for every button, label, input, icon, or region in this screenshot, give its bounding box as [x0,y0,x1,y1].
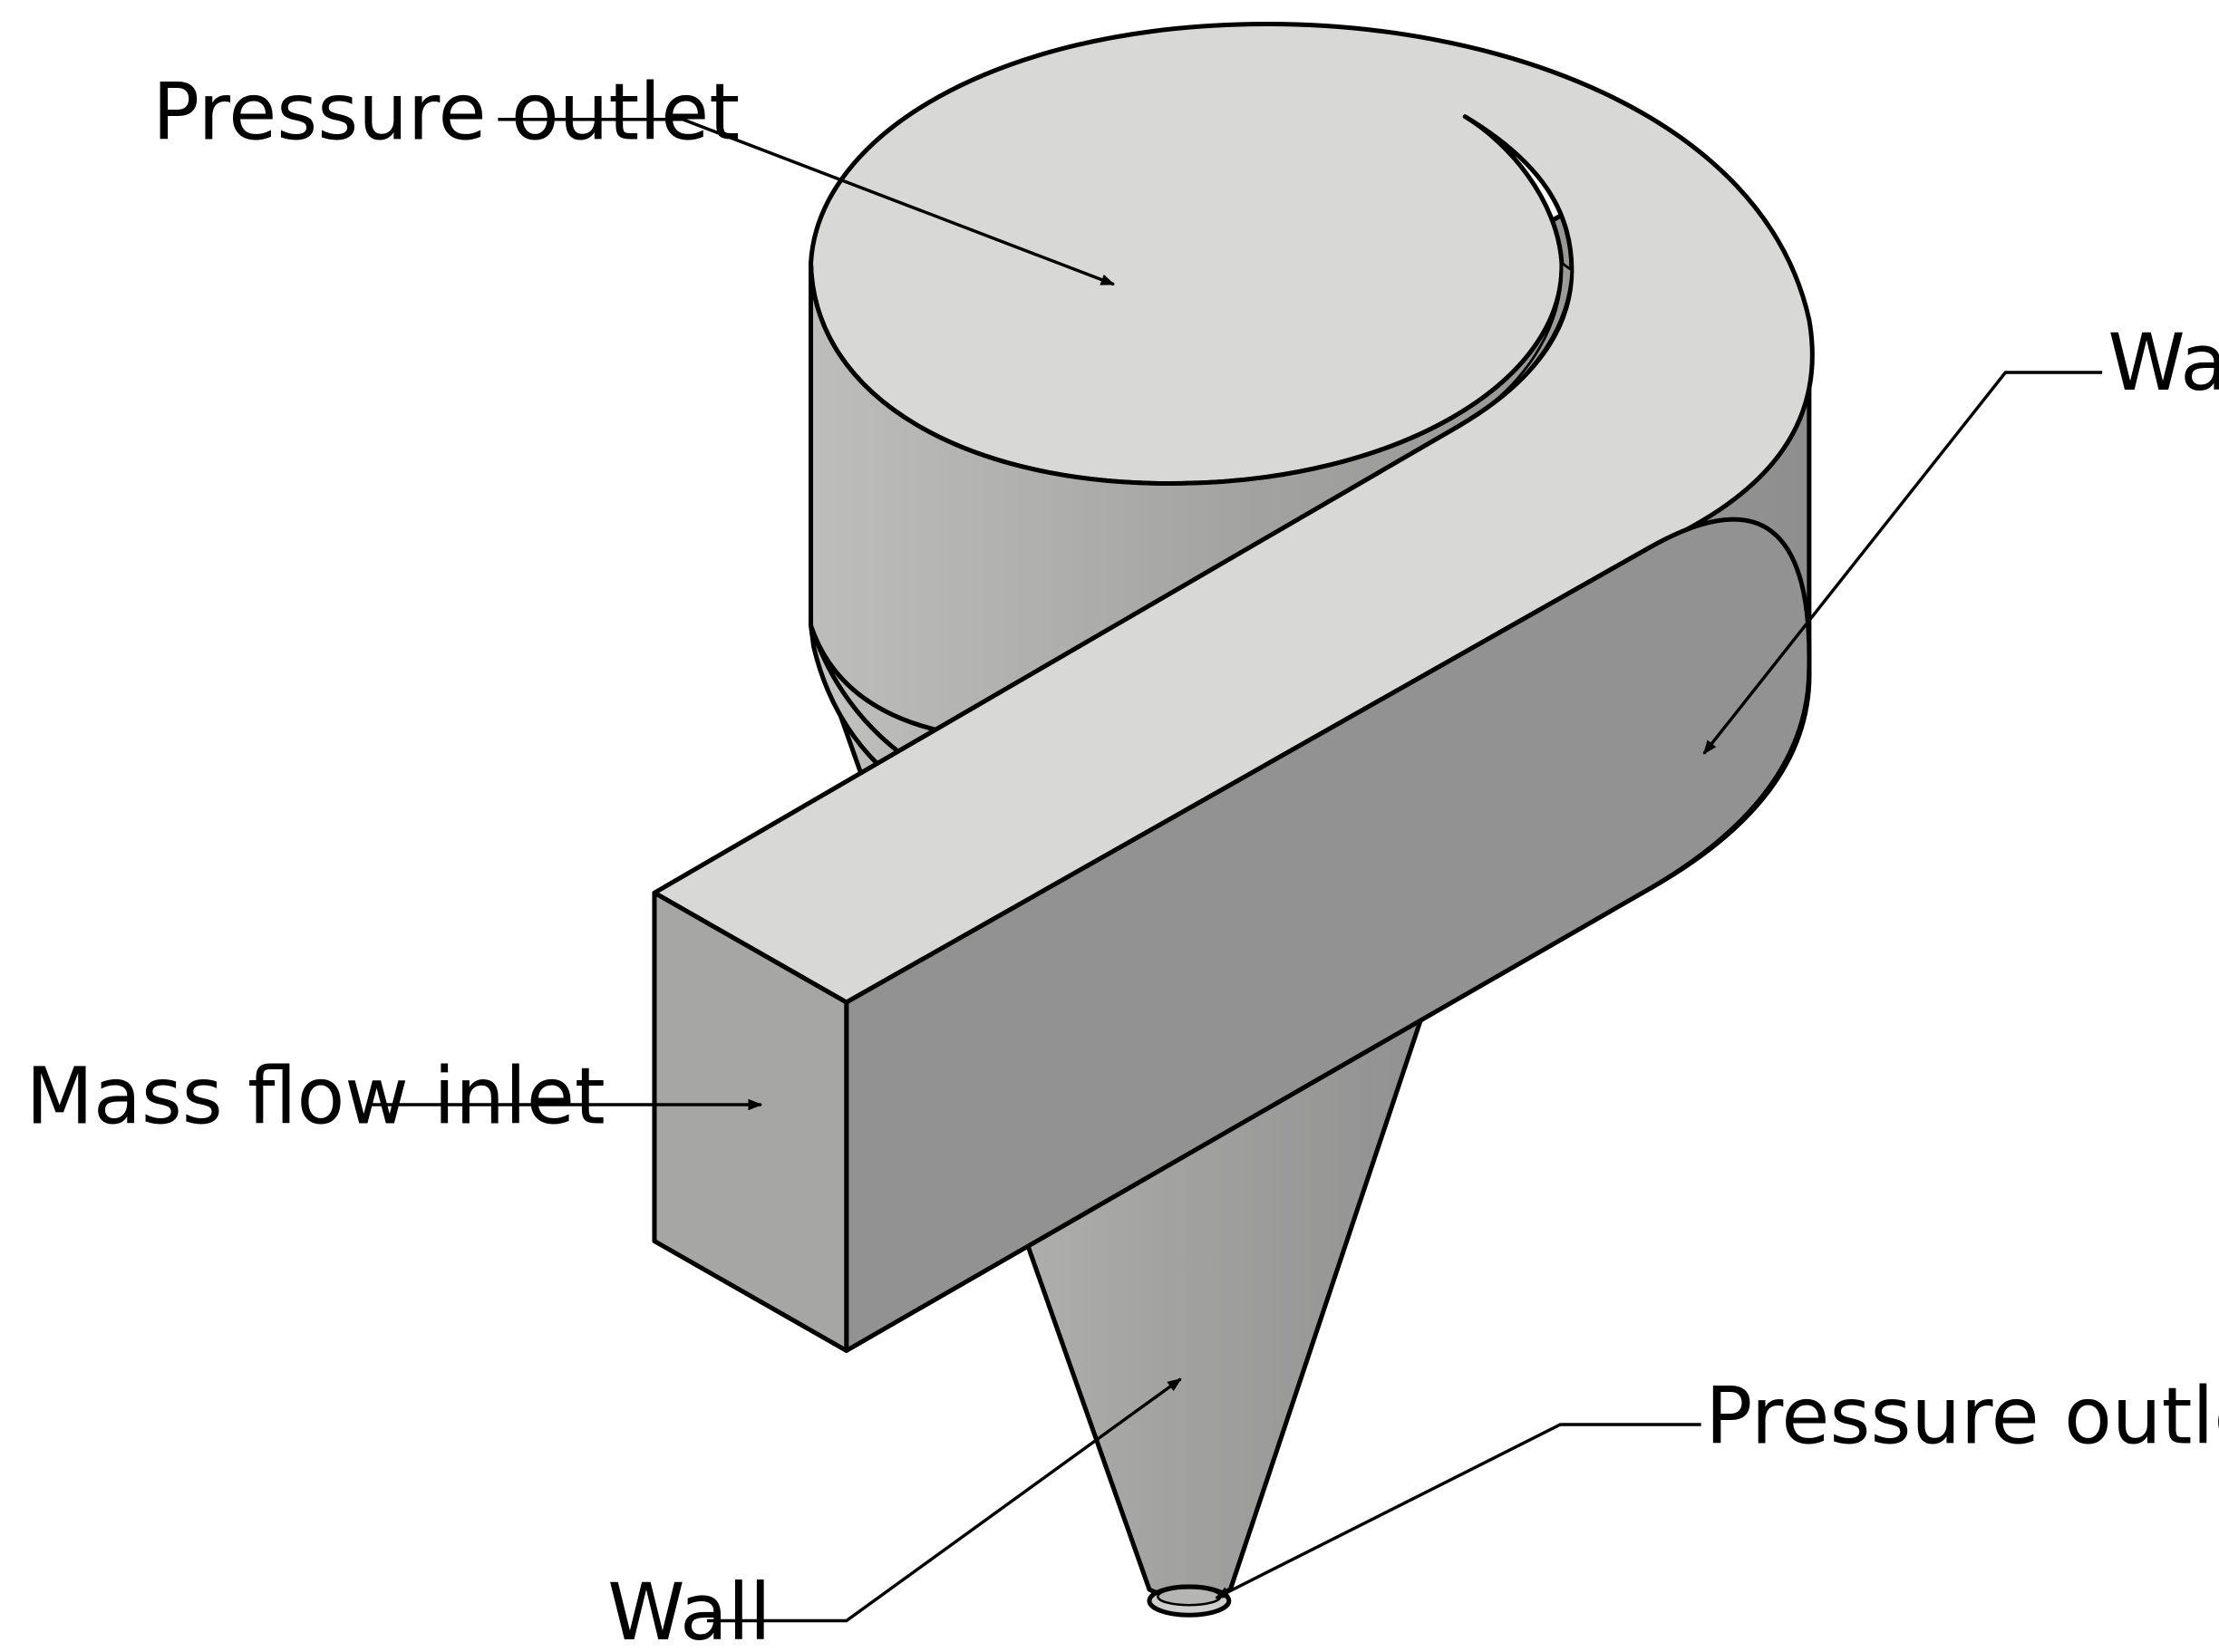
leader-top-outlet [498,118,1116,286]
label-upper-wall: Wall [2108,318,2219,409]
scroll-inner-shadow [1457,260,1574,428]
label-cone-wall: Wall [607,1568,771,1652]
inlet-duct-side [844,517,1812,1353]
leader-cone-wall [707,1377,1182,1623]
bottom-outlet-ring-inner [1157,1587,1222,1607]
leader-upper-wall [1702,371,2103,755]
leader-bottom-outlet [1215,1423,1701,1599]
label-bottom-pressure-outlet: Pressure outlet [1705,1371,2219,1462]
label-mass-flow-inlet: Mass flow inlet [26,1051,606,1142]
outlet-disk-rim [809,263,1565,486]
inlet-face [652,890,849,1353]
label-top-pressure-outlet: Pressure outlet [152,68,740,159]
